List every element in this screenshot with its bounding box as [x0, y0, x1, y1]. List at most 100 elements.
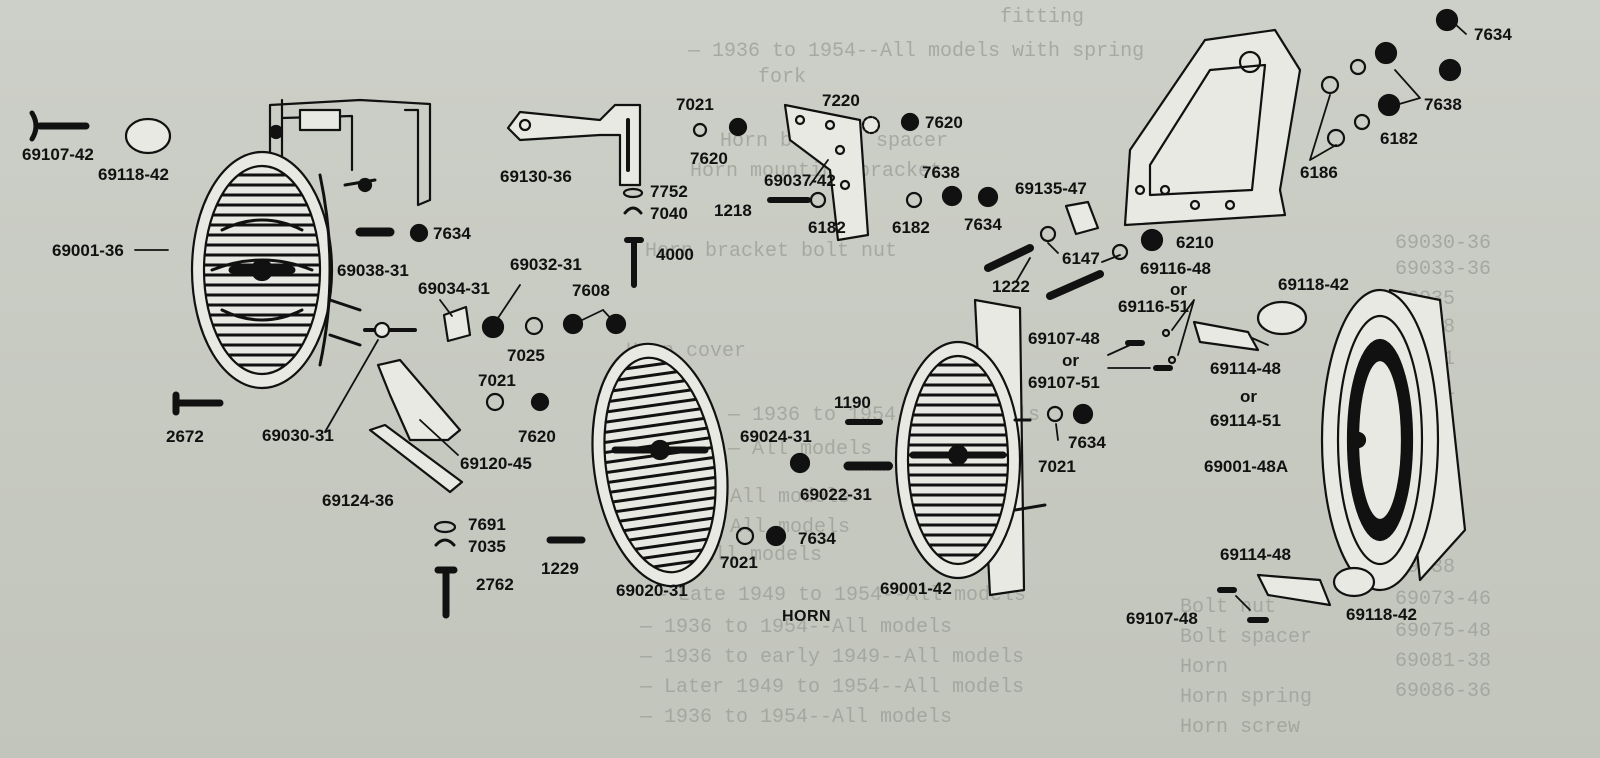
washer-69032-31	[481, 315, 505, 339]
gasket-69118-42-c	[1332, 566, 1376, 598]
nut-7634-c	[765, 525, 787, 547]
part-label: 69107-42	[22, 145, 94, 164]
part-label: 2762	[476, 575, 514, 594]
lockwasher-7040	[623, 206, 643, 215]
horn-69001-36	[190, 98, 432, 390]
nut-7634	[409, 223, 429, 243]
part-label: 7220	[822, 91, 860, 110]
ghost-text: 69075-48	[1395, 620, 1492, 643]
part-label: 69038-31	[337, 261, 409, 280]
part-label: 7634	[1474, 25, 1512, 44]
part-label: 69020-31	[616, 581, 688, 600]
figure-title: HORN	[782, 608, 832, 625]
ghost-text: — 1936 to early 1949--All models	[640, 646, 1025, 669]
ghost-text: Horn screw	[1180, 716, 1301, 739]
clip-69114-48-b	[1256, 573, 1332, 607]
part-label: 69130-36	[500, 167, 572, 186]
washer-7025	[524, 316, 544, 336]
washer-6147-b	[1111, 243, 1129, 261]
part-label: 1222	[992, 277, 1030, 296]
nut-7638-b	[1374, 41, 1398, 65]
part-label: 7021	[1038, 457, 1076, 476]
part-label: 7638	[922, 163, 960, 182]
part-label: 69114-51	[1210, 411, 1281, 430]
washer-7021-d	[1046, 405, 1064, 423]
gasket-69118-42-b	[1256, 300, 1308, 336]
nut-7634-f	[1438, 58, 1462, 82]
washer-6182-d	[1353, 113, 1371, 131]
bolt-2672	[172, 391, 224, 416]
washer-6147	[1039, 225, 1057, 243]
washer-6186	[1320, 75, 1340, 95]
part-label: 69034-31	[418, 279, 490, 298]
part-label: 69030-31	[262, 426, 334, 445]
part-label: 7035	[468, 537, 506, 556]
ghost-text: 69081-38	[1395, 650, 1492, 673]
part-label: 69024-31	[740, 427, 812, 446]
bracket-69120-45	[376, 358, 462, 442]
ghost-text: 69030-36	[1395, 232, 1492, 255]
ghost-text: — 1936 to 1954--All models	[640, 706, 953, 729]
nut-7634-d	[1072, 403, 1094, 425]
leader-lines	[134, 23, 1467, 611]
part-label: 7021	[720, 553, 758, 572]
part-label: 69118-42	[1346, 605, 1417, 624]
washer-7021-b	[485, 392, 505, 412]
ghost-text: Horn spring	[1180, 686, 1313, 709]
nut-7620-b	[530, 392, 550, 412]
part-label: 7620	[518, 427, 556, 446]
nut-7634-e	[1435, 8, 1459, 32]
horn-cover-69020-31	[591, 342, 729, 588]
horn-69001-48A	[1320, 288, 1467, 592]
part-label: 6210	[1176, 233, 1214, 252]
nut-7608	[562, 313, 584, 335]
part-label: 69107-48	[1126, 609, 1198, 628]
part-label: 7620	[690, 149, 728, 168]
ghost-text: Horn	[1180, 656, 1229, 679]
ghost-text: — All models	[728, 438, 873, 461]
part-label: 7021	[676, 95, 714, 114]
ghost-text: — Late 1949 to 1954--All models	[654, 584, 1027, 607]
ghost-text: fork	[758, 66, 807, 89]
part-label: 69120-45	[460, 454, 532, 473]
washer-7021-c	[735, 526, 755, 546]
screw-2762	[434, 566, 458, 619]
ghost-text: 69033-36	[1395, 258, 1492, 281]
part-label: 7634	[798, 529, 836, 548]
part-label: 69116-51	[1118, 297, 1189, 316]
spacer-69135-47	[1064, 200, 1100, 236]
part-label: 7691	[468, 515, 506, 534]
horn-69001-42	[894, 298, 1047, 597]
part-label: 69001-42	[880, 579, 952, 598]
nut-69024-31	[789, 452, 811, 474]
part-label: 7021	[478, 371, 516, 390]
part-label: 69022-31	[800, 485, 872, 504]
part-label: 7638	[1424, 95, 1462, 114]
lockwasher-7220	[861, 115, 881, 135]
part-label: 7025	[507, 346, 545, 365]
part-label: 69037-42	[764, 171, 836, 190]
bolt-69107-42	[29, 110, 90, 142]
lockwasher-7035	[434, 538, 456, 547]
part-label: or	[1062, 351, 1079, 370]
washer-6186-b	[1326, 128, 1346, 148]
mount-bracket	[1123, 28, 1302, 227]
clip-69114-48	[1192, 320, 1260, 352]
part-label: 6186	[1300, 163, 1338, 182]
part-label: 7040	[650, 204, 688, 223]
part-label: 1218	[714, 201, 752, 220]
part-label: 7608	[572, 281, 610, 300]
part-label: or	[1240, 387, 1257, 406]
ghost-text: — Later 1949 to 1954--All models	[640, 676, 1025, 699]
part-label: 69135-47	[1015, 179, 1087, 198]
part-label: 6182	[808, 218, 846, 237]
screw-4000	[624, 237, 644, 288]
nut-7620	[728, 117, 748, 137]
washer-7691	[433, 520, 457, 534]
part-label: 69116-48	[1140, 259, 1211, 278]
part-label: 4000	[656, 245, 694, 264]
ghost-text: 69086-36	[1395, 680, 1492, 703]
ghost-text: 69073-46	[1395, 588, 1492, 611]
part-label: 7634	[1068, 433, 1106, 452]
part-label: 69001-48A	[1204, 457, 1289, 476]
